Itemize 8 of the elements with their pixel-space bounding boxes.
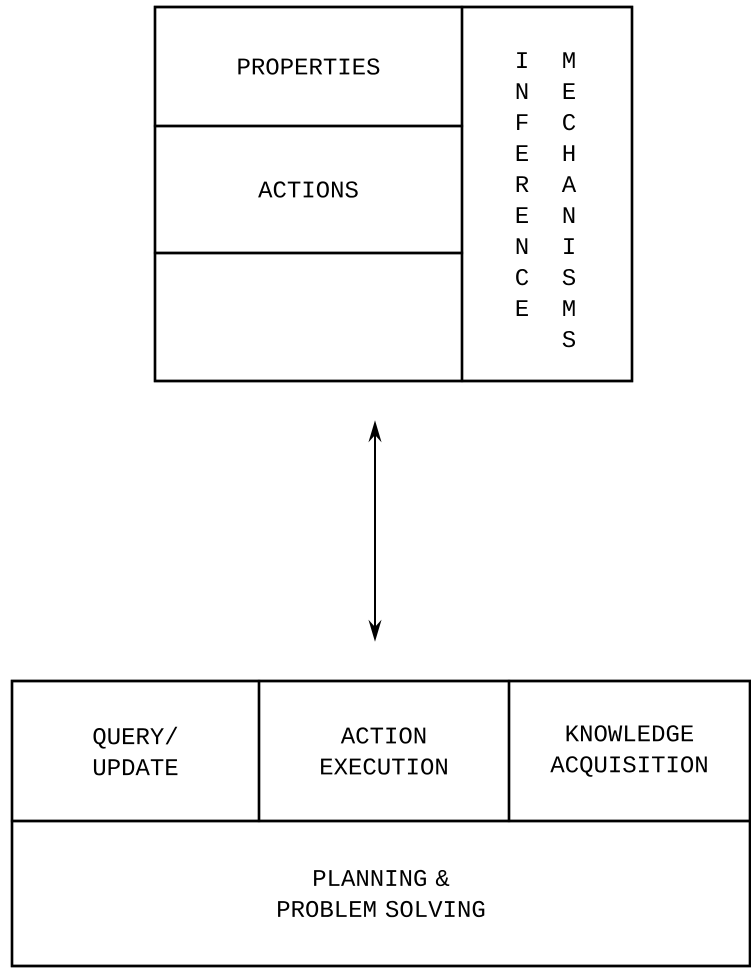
label-cell: INFERENCE MECHANISMS xyxy=(460,6,634,382)
label-cell: PLANNING & PROBLEM SOLVING xyxy=(10,820,751,968)
label-cell: PROPERTIES xyxy=(154,6,464,128)
label-cell: KNOWLEDGE ACQUISITION xyxy=(508,680,751,822)
label-cell: ACTIONS xyxy=(154,124,464,254)
label-cell: ACTION EXECUTION xyxy=(258,680,510,822)
frame-box xyxy=(154,252,464,382)
label-cell: QUERY/ UPDATE xyxy=(10,680,260,822)
